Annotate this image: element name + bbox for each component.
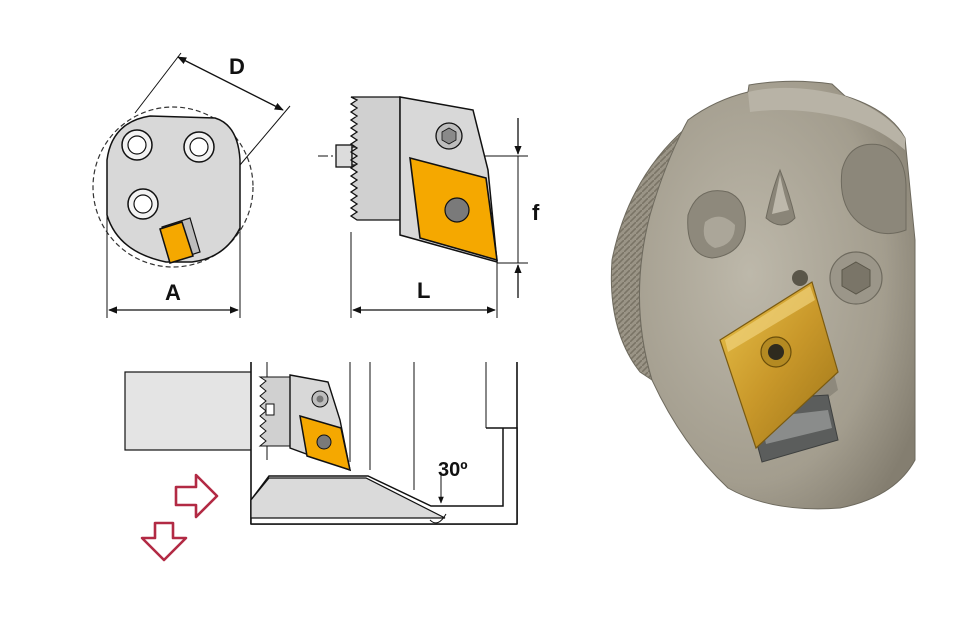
label-d: D: [229, 54, 245, 79]
label-angle: 30º: [438, 459, 468, 481]
hex-screw-icon: [792, 251, 883, 305]
machining-view: 30º: [124, 362, 518, 562]
swing-circle: [92, 106, 254, 268]
label-l: L: [417, 278, 430, 303]
clamp-screw-icon: [435, 122, 463, 150]
serrated-back: [349, 96, 401, 221]
label-f: f: [532, 200, 540, 225]
chip-area: [250, 477, 446, 519]
dimension-d-line: [177, 56, 284, 111]
screw-hole-2: [183, 131, 215, 163]
pin: [335, 144, 353, 168]
screw-hole-3: [127, 188, 159, 220]
boring-bar: [124, 371, 266, 451]
label-a: A: [165, 280, 181, 305]
insert-front: [159, 221, 194, 264]
front-view: D A: [92, 52, 291, 318]
tool-render-3d: [610, 80, 916, 510]
cavity-right: [840, 143, 907, 235]
arrow-down-icon: [140, 521, 188, 562]
arrow-right-icon: [174, 473, 219, 519]
screw-hole-1: [121, 129, 153, 161]
side-view: f L: [318, 96, 540, 318]
